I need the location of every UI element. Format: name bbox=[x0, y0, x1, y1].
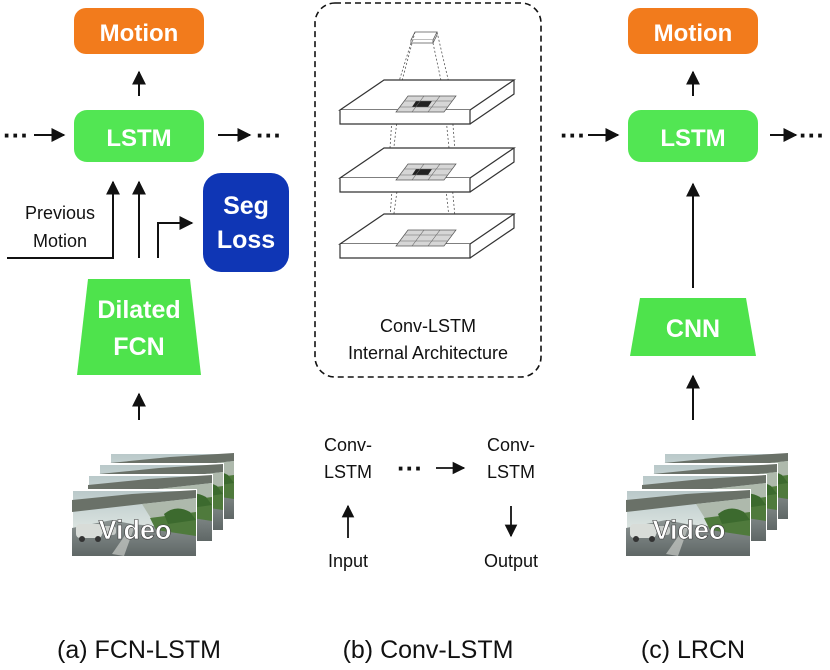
seg-loss-box bbox=[203, 173, 289, 272]
conv-lstm-cell1-line2: LSTM bbox=[324, 462, 372, 482]
feature-layer-middle bbox=[338, 147, 516, 193]
architecture-label-line1: Conv-LSTM bbox=[380, 316, 476, 336]
output-label: Output bbox=[484, 551, 538, 571]
motion-box-label: Motion bbox=[100, 20, 179, 47]
caption-lrcn: (c) LRCN bbox=[641, 636, 745, 664]
cnn-block bbox=[630, 298, 756, 356]
arrow-previous-motion bbox=[7, 180, 120, 259]
lrcn-ellipsis-left: ··· bbox=[560, 120, 586, 150]
seg-loss-label-line1: Seg bbox=[223, 192, 269, 220]
conv-lstm-cell2-line2: LSTM bbox=[487, 462, 535, 482]
lrcn-lstm-box bbox=[628, 110, 758, 162]
cnn-label: CNN bbox=[666, 315, 720, 343]
feature-layer-top bbox=[338, 79, 516, 125]
conv-lstm-cell2-line1: Conv- bbox=[487, 435, 535, 455]
dilated-fcn-label-line1: Dilated bbox=[97, 296, 180, 324]
input-label: Input bbox=[328, 551, 368, 571]
architecture-label-line2: Internal Architecture bbox=[348, 343, 508, 363]
conv-lstm-ellipsis: ··· bbox=[397, 453, 423, 483]
caption-fcn-lstm: (a) FCN-LSTM bbox=[57, 636, 221, 664]
dilated-fcn-label-line2: FCN bbox=[113, 333, 164, 361]
recurrent-ellipsis-left: ··· bbox=[3, 120, 29, 150]
lstm-box bbox=[74, 110, 204, 162]
previous-motion-label-line2: Motion bbox=[33, 231, 87, 251]
lrcn-motion-box bbox=[628, 8, 758, 54]
lstm-box-label: LSTM bbox=[106, 125, 171, 152]
conv-lstm-cell1-line1: Conv- bbox=[324, 435, 372, 455]
video-label: Video bbox=[98, 515, 171, 545]
lrcn-lstm-label: LSTM bbox=[660, 125, 725, 152]
architecture-dashed-frame bbox=[314, 2, 542, 378]
lrcn-motion-label: Motion bbox=[654, 20, 733, 47]
lrcn-panel: Motion LSTM ··· ··· CNN Video (c) LRCN bbox=[560, 8, 825, 664]
dilated-fcn-block bbox=[77, 279, 201, 375]
feature-layer-bottom bbox=[338, 213, 516, 259]
fcn-lstm-panel: Motion LSTM ··· ··· Previous Motion Seg … bbox=[3, 8, 289, 664]
seg-loss-label-line2: Loss bbox=[217, 226, 275, 254]
conv-lstm-panel: Conv-LSTM Internal Architecture Conv- LS… bbox=[314, 2, 542, 664]
lrcn-ellipsis-right: ··· bbox=[799, 120, 825, 150]
top-patch bbox=[410, 31, 438, 44]
caption-conv-lstm: (b) Conv-LSTM bbox=[343, 636, 514, 664]
arrow-fcn-to-segloss bbox=[157, 216, 194, 258]
projection-lines bbox=[387, 31, 457, 245]
lrcn-video-label: Video bbox=[652, 515, 725, 545]
motion-box bbox=[74, 8, 204, 54]
previous-motion-label-line1: Previous bbox=[25, 203, 95, 223]
recurrent-ellipsis-right: ··· bbox=[256, 120, 282, 150]
